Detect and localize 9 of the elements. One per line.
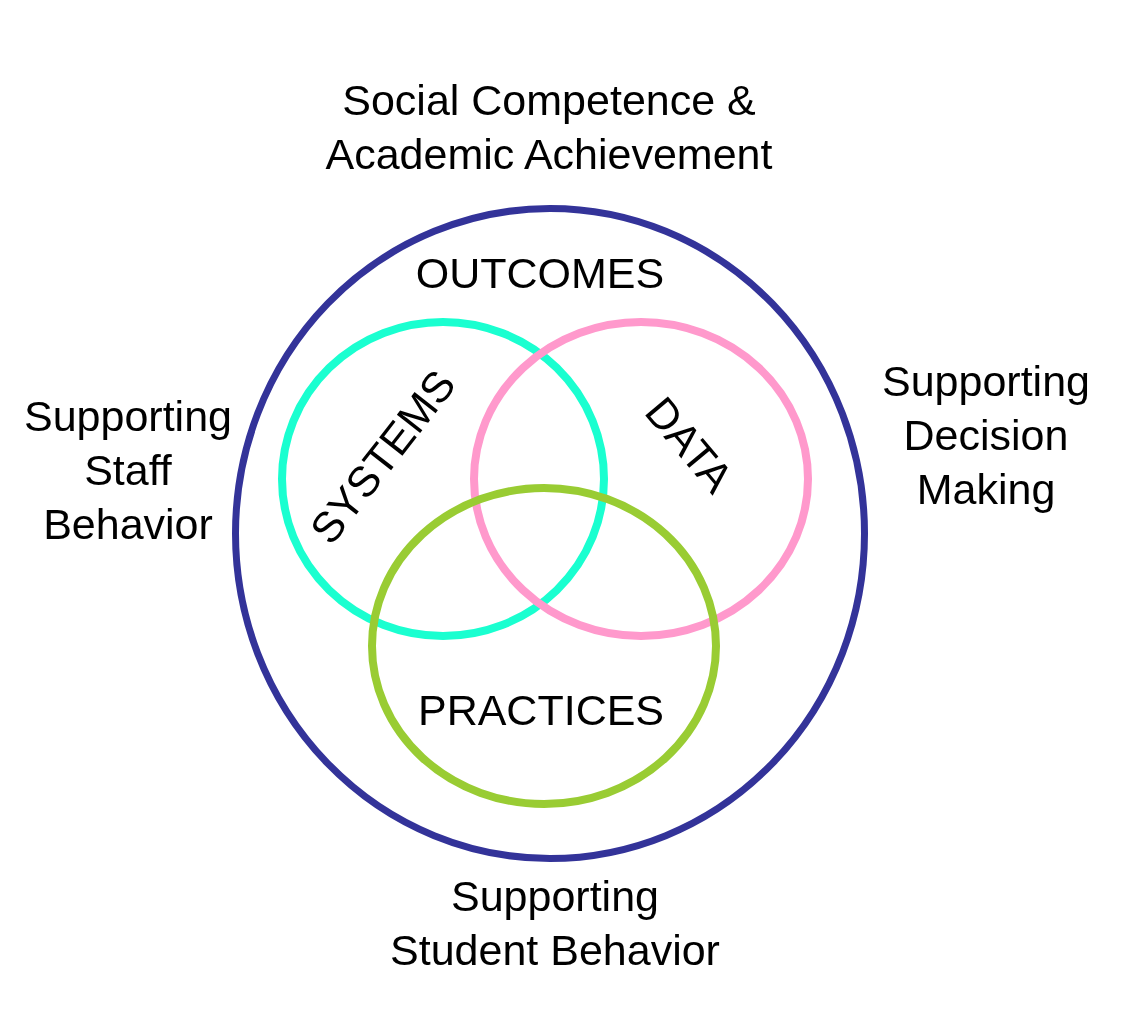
side-label: Supporting Staff Behavior xyxy=(23,391,233,550)
circle-label: PRACTICES xyxy=(417,688,665,732)
circle-label: OUTCOMES xyxy=(415,251,665,295)
venn-circle xyxy=(470,318,812,640)
venn-circle xyxy=(278,318,608,640)
outer-circle xyxy=(232,205,868,862)
heading-label: Social Competence & Academic Achievement xyxy=(324,75,774,180)
side-label: Supporting Student Behavior xyxy=(389,871,721,976)
side-label: Supporting Decision Making xyxy=(881,356,1091,515)
